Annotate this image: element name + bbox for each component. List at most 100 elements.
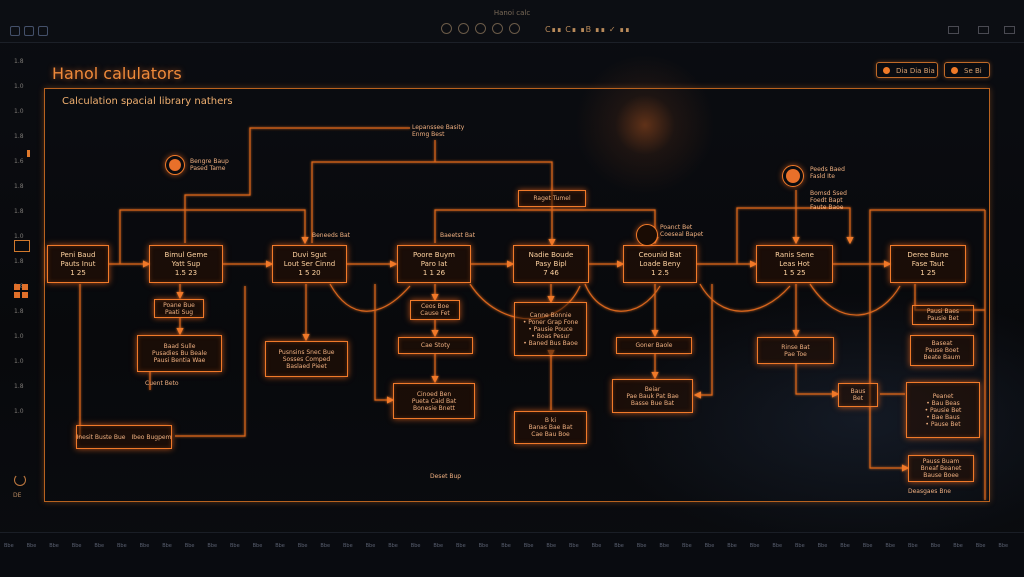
- node-text: Cae Bau Boe: [531, 431, 570, 438]
- diagram-panel: [44, 88, 990, 502]
- timeline-tick: Bbe: [885, 543, 896, 549]
- timeline-tick: Bbe: [297, 543, 308, 549]
- minimize-icon[interactable]: [948, 26, 959, 34]
- note-text: Beneeds Bat: [312, 232, 350, 239]
- node-text: Sosses Comped: [282, 355, 331, 363]
- sidebar-number: 1.0: [14, 358, 24, 365]
- diagram-node[interactable]: Canne Bonnie• Poner Grap Fone• Pausie Po…: [514, 302, 587, 356]
- node-circle-icon[interactable]: [165, 155, 185, 175]
- diagram-note: Beneeds Bat: [312, 232, 350, 239]
- node-text: 1 25: [70, 268, 86, 277]
- timeline-tick: Bbe: [478, 543, 489, 549]
- forward-icon[interactable]: [38, 26, 48, 36]
- timeline-tick: Bbe: [682, 543, 692, 549]
- menu-icon[interactable]: [10, 26, 20, 36]
- sidebar-number: 1.0: [14, 408, 24, 415]
- timeline-tick: Bbe: [569, 543, 579, 549]
- undo-icon[interactable]: [441, 23, 452, 34]
- sidebar-number: 1.0: [14, 333, 24, 340]
- node-text: Ibeo Bugpem: [131, 433, 172, 441]
- sidebar-footer: DE: [13, 492, 22, 499]
- node-text: • Poner Grap Fone: [522, 318, 579, 326]
- timeline-tick: Bbe: [49, 543, 59, 549]
- timeline-bar: [0, 532, 1024, 577]
- node-text: Raget Tumel: [533, 195, 571, 202]
- sidebar-number: 1.0: [14, 83, 24, 90]
- refresh-icon[interactable]: [475, 23, 486, 34]
- node-text: 1 25: [920, 268, 936, 277]
- layers-icon[interactable]: [14, 240, 30, 252]
- back-icon[interactable]: [24, 26, 34, 36]
- note-text: Deset Bup: [430, 473, 462, 480]
- diagram-node[interactable]: Inesit Buste Bue Ibeo Bugpem: [76, 425, 172, 449]
- power-icon[interactable]: [14, 474, 26, 486]
- diagram-note: Deset Bup: [430, 473, 461, 480]
- node-text: 1 1 26: [422, 268, 446, 277]
- node-text: Pausie Bet: [927, 315, 959, 322]
- grid-icon[interactable]: [14, 284, 28, 298]
- sidebar-number: 1.8: [14, 183, 24, 190]
- node-text: • Baned Bus Baoe: [523, 339, 578, 347]
- node-text: Cinoed Ben: [416, 390, 452, 398]
- close-icon[interactable]: [1004, 26, 1015, 34]
- toolbar-icons: [441, 23, 520, 34]
- node-text: • Pause Bet: [925, 420, 961, 428]
- node-text: Fase Taut: [911, 259, 945, 268]
- toolbar-button-2[interactable]: Se Bi: [944, 62, 990, 78]
- timeline-tick: Bbe: [162, 543, 172, 549]
- sidebar-marker: [27, 150, 30, 157]
- note-text: Poanct Bet: [660, 224, 693, 231]
- node-text: Peanet: [932, 392, 954, 400]
- node-text: Ceounid Bat: [638, 250, 682, 259]
- share-icon[interactable]: [509, 23, 520, 34]
- node-text: Bneaf Beanet: [920, 465, 962, 472]
- maximize-icon[interactable]: [978, 26, 989, 34]
- node-circle-icon[interactable]: [782, 165, 804, 187]
- node-text: Inesit Buste Bue: [76, 433, 126, 441]
- settings-icon[interactable]: [492, 23, 503, 34]
- redo-icon[interactable]: [458, 23, 469, 34]
- timeline-tick: Bbe: [591, 543, 602, 549]
- diagram-node[interactable]: Peanet• Bau Beas• Pausie Bet• Bae Baus• …: [906, 382, 980, 438]
- node-text: Baseat: [931, 340, 953, 347]
- diagram-node[interactable]: Raget Tumel: [518, 190, 586, 207]
- diagram-node[interactable]: Cae Stoty: [398, 337, 473, 354]
- toolbar-button-1[interactable]: Dia Dia Bia: [876, 62, 938, 78]
- timeline-tick: Bbe: [207, 543, 218, 549]
- timeline-tick: Bbe: [727, 543, 737, 549]
- node-text: Leas Hot: [779, 259, 810, 268]
- diagram-node[interactable]: Goner Baole: [616, 337, 692, 354]
- node-text: Pusadies Bu Beale: [152, 350, 207, 357]
- timeline-tick: Bbe: [840, 543, 850, 549]
- note-text: Cuent Beto: [145, 380, 179, 387]
- note-text: Enmg Best: [412, 131, 445, 138]
- timeline-tick: Bbe: [388, 543, 398, 549]
- note-text: Foedt Bapt: [810, 197, 843, 204]
- node-text: Pae Bauk Pat Bae: [626, 392, 679, 400]
- clock-icon[interactable]: [636, 224, 658, 246]
- note-text: Fasld Ite: [810, 173, 835, 180]
- node-text: Bonesie Bnett: [413, 404, 455, 412]
